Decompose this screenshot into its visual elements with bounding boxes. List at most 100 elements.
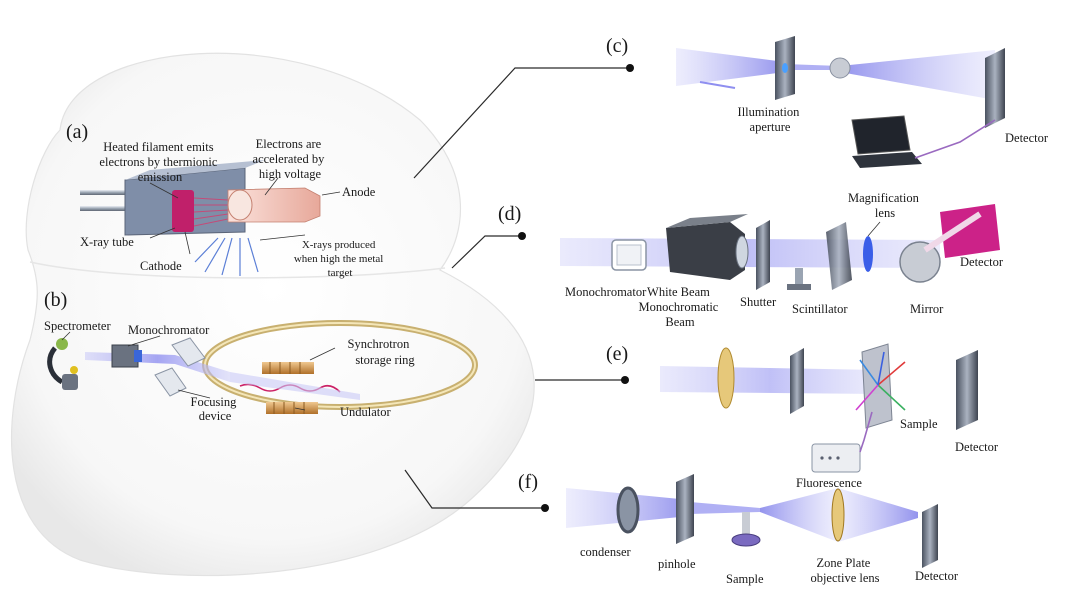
svg-text:X-rays produced when hig: X-rays produced when high the metal targ… — [294, 239, 386, 279]
spectrometer-head — [56, 338, 68, 350]
detector-d-panel — [940, 204, 1000, 258]
aperture-hole — [782, 63, 788, 73]
label-scintillator: Scintillator — [792, 302, 848, 316]
label-undulator: Undulator — [340, 405, 392, 419]
panel-connectors — [404, 67, 630, 509]
beam-f-zp — [760, 488, 838, 542]
laptop-cable — [914, 119, 996, 159]
magnification-lens — [863, 236, 873, 272]
xray-tube-top — [125, 160, 265, 180]
monochromator-cube-inner — [616, 244, 642, 266]
focusing-plate — [154, 367, 187, 397]
label-heated-filament: emission — [138, 170, 183, 184]
panel-c-letter: (c) — [606, 35, 628, 57]
label-white-beam: White Beam — [647, 285, 710, 299]
label-detector-e: Detector — [955, 440, 999, 454]
beam-to-ring — [230, 372, 360, 400]
fluorescence-device-dots — [820, 456, 840, 460]
detector-e — [956, 350, 978, 430]
svg-text:Synchrotron storage ring: Synchrotron storage ring — [348, 337, 416, 367]
laptop-screen — [851, 115, 911, 155]
aperture-e — [790, 348, 804, 414]
spectrometer-knob — [70, 366, 78, 374]
spectrometer-base — [62, 374, 78, 390]
watermark-logo — [28, 575, 48, 595]
label-synchrotron-ring: storage ring — [355, 353, 415, 367]
panel-c: (c) Illumination aperture Detector — [606, 35, 1049, 168]
label-magnification-lens: Magnification — [848, 191, 920, 205]
beam-f-mid — [690, 502, 760, 514]
panel-e-letter: (e) — [606, 343, 628, 365]
anode-cylinder — [227, 187, 321, 223]
label-focusing-device: Focusing — [191, 395, 238, 409]
panel-f-letter: (f) — [518, 471, 538, 493]
label-heated-filament: electrons by thermionic — [99, 155, 217, 169]
label-detector-c: Detector — [1005, 131, 1049, 145]
label-xray-tube: X-ray tube — [80, 235, 134, 249]
label-detector-d: Detector — [960, 255, 1004, 269]
label-condenser: condenser — [580, 545, 632, 559]
small-beam-arrow — [699, 81, 736, 89]
beam-narrow — [785, 64, 840, 70]
panel-d-leaders — [867, 221, 881, 237]
sample-stand — [742, 512, 750, 534]
watermark: 大数跨境 — [12, 575, 122, 597]
scintillator-base — [787, 284, 811, 290]
label-pinhole: pinhole — [658, 557, 696, 571]
panel-b: (b) — [44, 289, 478, 423]
label-shutter: Shutter — [740, 295, 777, 309]
beam-cone-in — [676, 48, 785, 86]
panel-d: (d) Magnification lens Detector Monochro… — [498, 191, 1004, 329]
fluorescence-rays — [855, 351, 906, 411]
spectrometer-arm — [47, 346, 64, 385]
label-sample-e: Sample — [900, 417, 938, 431]
label-white-beam: Monochromatic — [639, 300, 719, 314]
watermark-logo — [12, 575, 32, 595]
detector-f — [922, 504, 938, 568]
camera-top — [666, 214, 748, 228]
cathode-block — [172, 190, 194, 232]
watermark-text: 大数跨境 — [54, 576, 122, 597]
label-synchrotron-ring: Synchrotron — [348, 337, 411, 351]
undulator-top — [262, 362, 314, 374]
beam-e — [660, 366, 880, 394]
svg-text:White Beam Monochromatic: White Beam Monochromatic Beam — [639, 285, 722, 329]
panel-f: (f) condenser pinhole Sample Zone Plate … — [518, 471, 959, 586]
detector-panel — [985, 48, 1005, 128]
label-heated-filament: Heated filament emits — [103, 140, 214, 154]
label-detector-f: Detector — [915, 569, 959, 583]
condenser-ring — [616, 486, 640, 534]
panel-d-letter: (d) — [498, 203, 521, 225]
label-zone-plate: objective lens — [810, 571, 879, 585]
label-xrays-produced: X-rays produced — [302, 239, 376, 251]
label-electrons-accelerated: high voltage — [259, 167, 322, 181]
mirror-disc — [899, 241, 941, 283]
svg-text:Focusing device: Focusing device — [191, 395, 240, 423]
label-cathode: Cathode — [140, 259, 182, 273]
beam-cone-out — [840, 50, 995, 100]
label-xrays-produced: when high the metal — [294, 253, 384, 265]
svg-text:Zone Plate objective len: Zone Plate objective lens — [810, 556, 879, 585]
connector-dots — [518, 64, 634, 512]
camera-lens — [735, 235, 749, 269]
label-focusing-device: device — [199, 409, 232, 423]
whitebeam-camera — [666, 222, 745, 280]
panel-b-letter: (b) — [44, 289, 67, 311]
svg-text:Electrons are accelerate: Electrons are accelerated by high voltag… — [253, 137, 328, 181]
filament-wire — [80, 190, 140, 195]
pinhole-plate — [676, 474, 694, 544]
panel-a-letter: (a) — [66, 121, 88, 143]
label-electrons-accelerated: accelerated by — [253, 152, 326, 166]
reflected-beam — [923, 211, 982, 253]
label-illumination-aperture: Illumination — [738, 105, 801, 119]
monochromator-window — [134, 350, 142, 362]
zone-plate — [831, 488, 845, 542]
scintillator-stand — [795, 268, 803, 284]
scintillator-plate — [826, 222, 852, 290]
label-anode: Anode — [342, 185, 376, 199]
shutter-plate — [756, 220, 770, 290]
panel-a-leaders — [149, 177, 341, 255]
label-magnification-lens: lens — [875, 206, 895, 220]
